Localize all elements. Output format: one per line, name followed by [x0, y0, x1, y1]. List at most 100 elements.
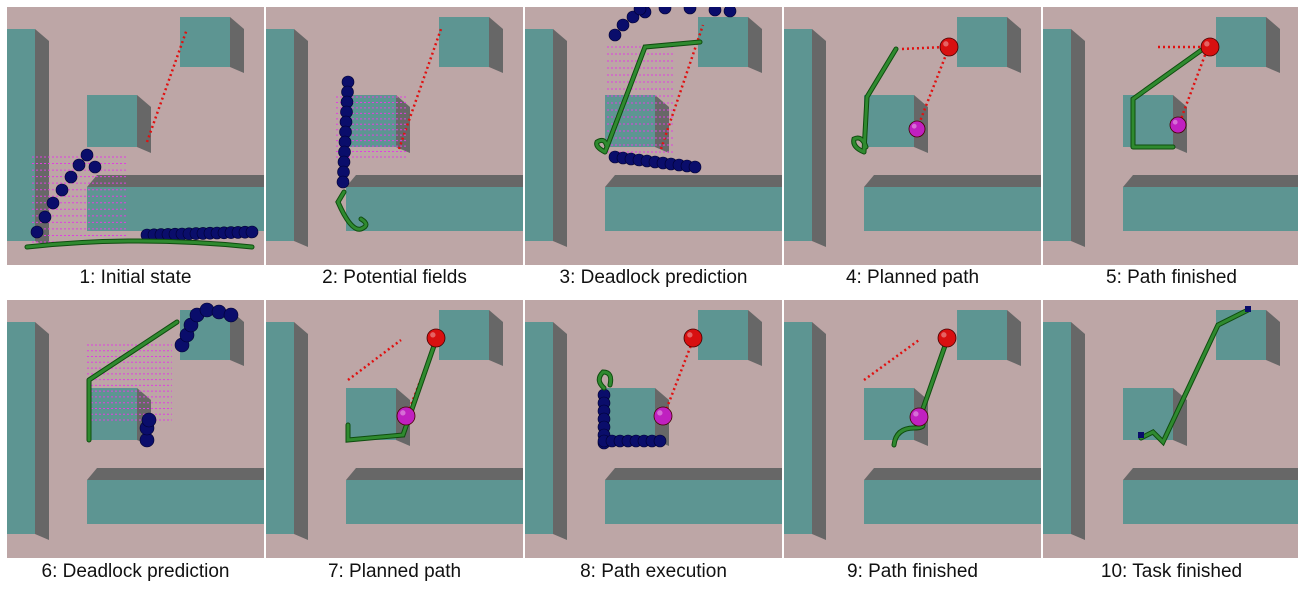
left-wall — [784, 322, 826, 540]
panel-caption: 5: Path finished — [1106, 267, 1237, 288]
middle-block — [346, 95, 410, 153]
panel-4 — [784, 7, 1041, 265]
planned-path — [595, 40, 702, 154]
target-line-top — [901, 45, 945, 51]
planned-path — [1131, 47, 1205, 149]
panel-caption: 10: Task finished — [1100, 561, 1243, 582]
target-line — [659, 24, 705, 150]
bottom-block — [346, 175, 523, 231]
planned-path — [1139, 308, 1250, 445]
object-sphere — [396, 406, 416, 426]
planned-path — [852, 47, 898, 154]
left-wall — [7, 322, 49, 540]
panel-2 — [266, 7, 523, 265]
start-marker — [1138, 432, 1144, 438]
panel-5 — [1043, 7, 1298, 265]
bottom-block — [346, 468, 523, 524]
planned-path — [87, 320, 179, 442]
bottom-block — [864, 468, 1041, 524]
robot-trail-right — [140, 225, 259, 242]
goal-sphere — [1200, 37, 1220, 57]
top-right-block — [698, 310, 762, 366]
panel-caption: 8: Path execution — [580, 561, 727, 582]
target-line — [661, 339, 695, 419]
panel-caption: 9: Path finished — [847, 561, 978, 582]
panel-scene — [525, 310, 782, 540]
middle-block — [864, 388, 928, 446]
panel-scene — [1043, 306, 1298, 540]
panel-7 — [266, 300, 523, 558]
goal-sphere — [937, 328, 957, 348]
panel-3 — [525, 7, 782, 265]
bottom-block — [1123, 468, 1298, 524]
object-sphere — [909, 407, 929, 427]
top-right-block — [1216, 310, 1280, 366]
goal-sphere — [683, 328, 703, 348]
panel-caption: 6: Deadlock prediction — [41, 561, 230, 582]
panel-scene — [266, 17, 523, 247]
bottom-block — [605, 175, 782, 231]
object-sphere — [908, 120, 926, 138]
planned-path — [346, 338, 438, 442]
left-wall — [525, 29, 567, 247]
top-right-block — [439, 310, 503, 366]
target-line — [1176, 46, 1210, 128]
robot-trail — [30, 148, 102, 239]
top-right-block — [180, 17, 244, 73]
panel-6 — [7, 300, 264, 558]
panel-scene — [525, 7, 782, 247]
panel-caption: 1: Initial state — [79, 267, 192, 288]
object-sphere — [1169, 116, 1187, 134]
bottom-block — [87, 468, 264, 524]
panel-caption: 4: Planned path — [845, 267, 980, 288]
left-wall — [1043, 322, 1085, 540]
planned-path — [25, 239, 254, 249]
panel-8 — [525, 300, 782, 558]
top-right-block — [957, 17, 1021, 73]
robot-trail-top — [608, 7, 737, 42]
target-line-left — [863, 338, 920, 382]
goal-sphere — [426, 328, 446, 348]
middle-block — [87, 95, 151, 153]
left-wall — [7, 29, 49, 247]
target-line-left — [347, 339, 402, 381]
bottom-block — [605, 468, 782, 524]
left-wall — [266, 29, 308, 247]
panel-scene — [784, 17, 1041, 247]
panel-scene — [7, 302, 264, 540]
panel-scene — [784, 310, 1041, 540]
field-lines — [607, 46, 675, 153]
panel-scene — [7, 17, 264, 250]
target-line — [145, 28, 189, 143]
bottom-block — [1123, 175, 1298, 231]
panel-caption: 3: Deadlock prediction — [559, 267, 748, 288]
target-line — [397, 28, 443, 150]
panel-1 — [7, 7, 264, 265]
left-wall — [784, 29, 826, 247]
left-wall — [525, 322, 567, 540]
panel-scene — [266, 310, 523, 540]
robot-trail — [336, 75, 355, 189]
robot-trail-bottom — [597, 434, 667, 448]
panel-caption: 7: Planned path — [327, 561, 462, 582]
top-right-block — [439, 17, 503, 73]
top-right-block — [957, 310, 1021, 366]
panel-10 — [1043, 300, 1298, 558]
panel-9 — [784, 300, 1041, 558]
left-wall — [266, 322, 308, 540]
robot-trail-bottom — [608, 150, 702, 174]
panel-caption: 2: Potential fields — [322, 267, 467, 288]
planned-path — [336, 190, 368, 231]
object-sphere — [653, 406, 673, 426]
goal-sphere — [939, 37, 959, 57]
robot-trail — [139, 302, 239, 448]
end-marker — [1245, 306, 1251, 312]
top-right-block — [1216, 17, 1280, 73]
panel-scene — [1043, 17, 1298, 247]
middle-block — [605, 388, 669, 446]
left-wall — [1043, 29, 1085, 247]
planned-path — [597, 370, 613, 390]
top-right-block — [698, 17, 762, 73]
bottom-block — [864, 175, 1041, 231]
